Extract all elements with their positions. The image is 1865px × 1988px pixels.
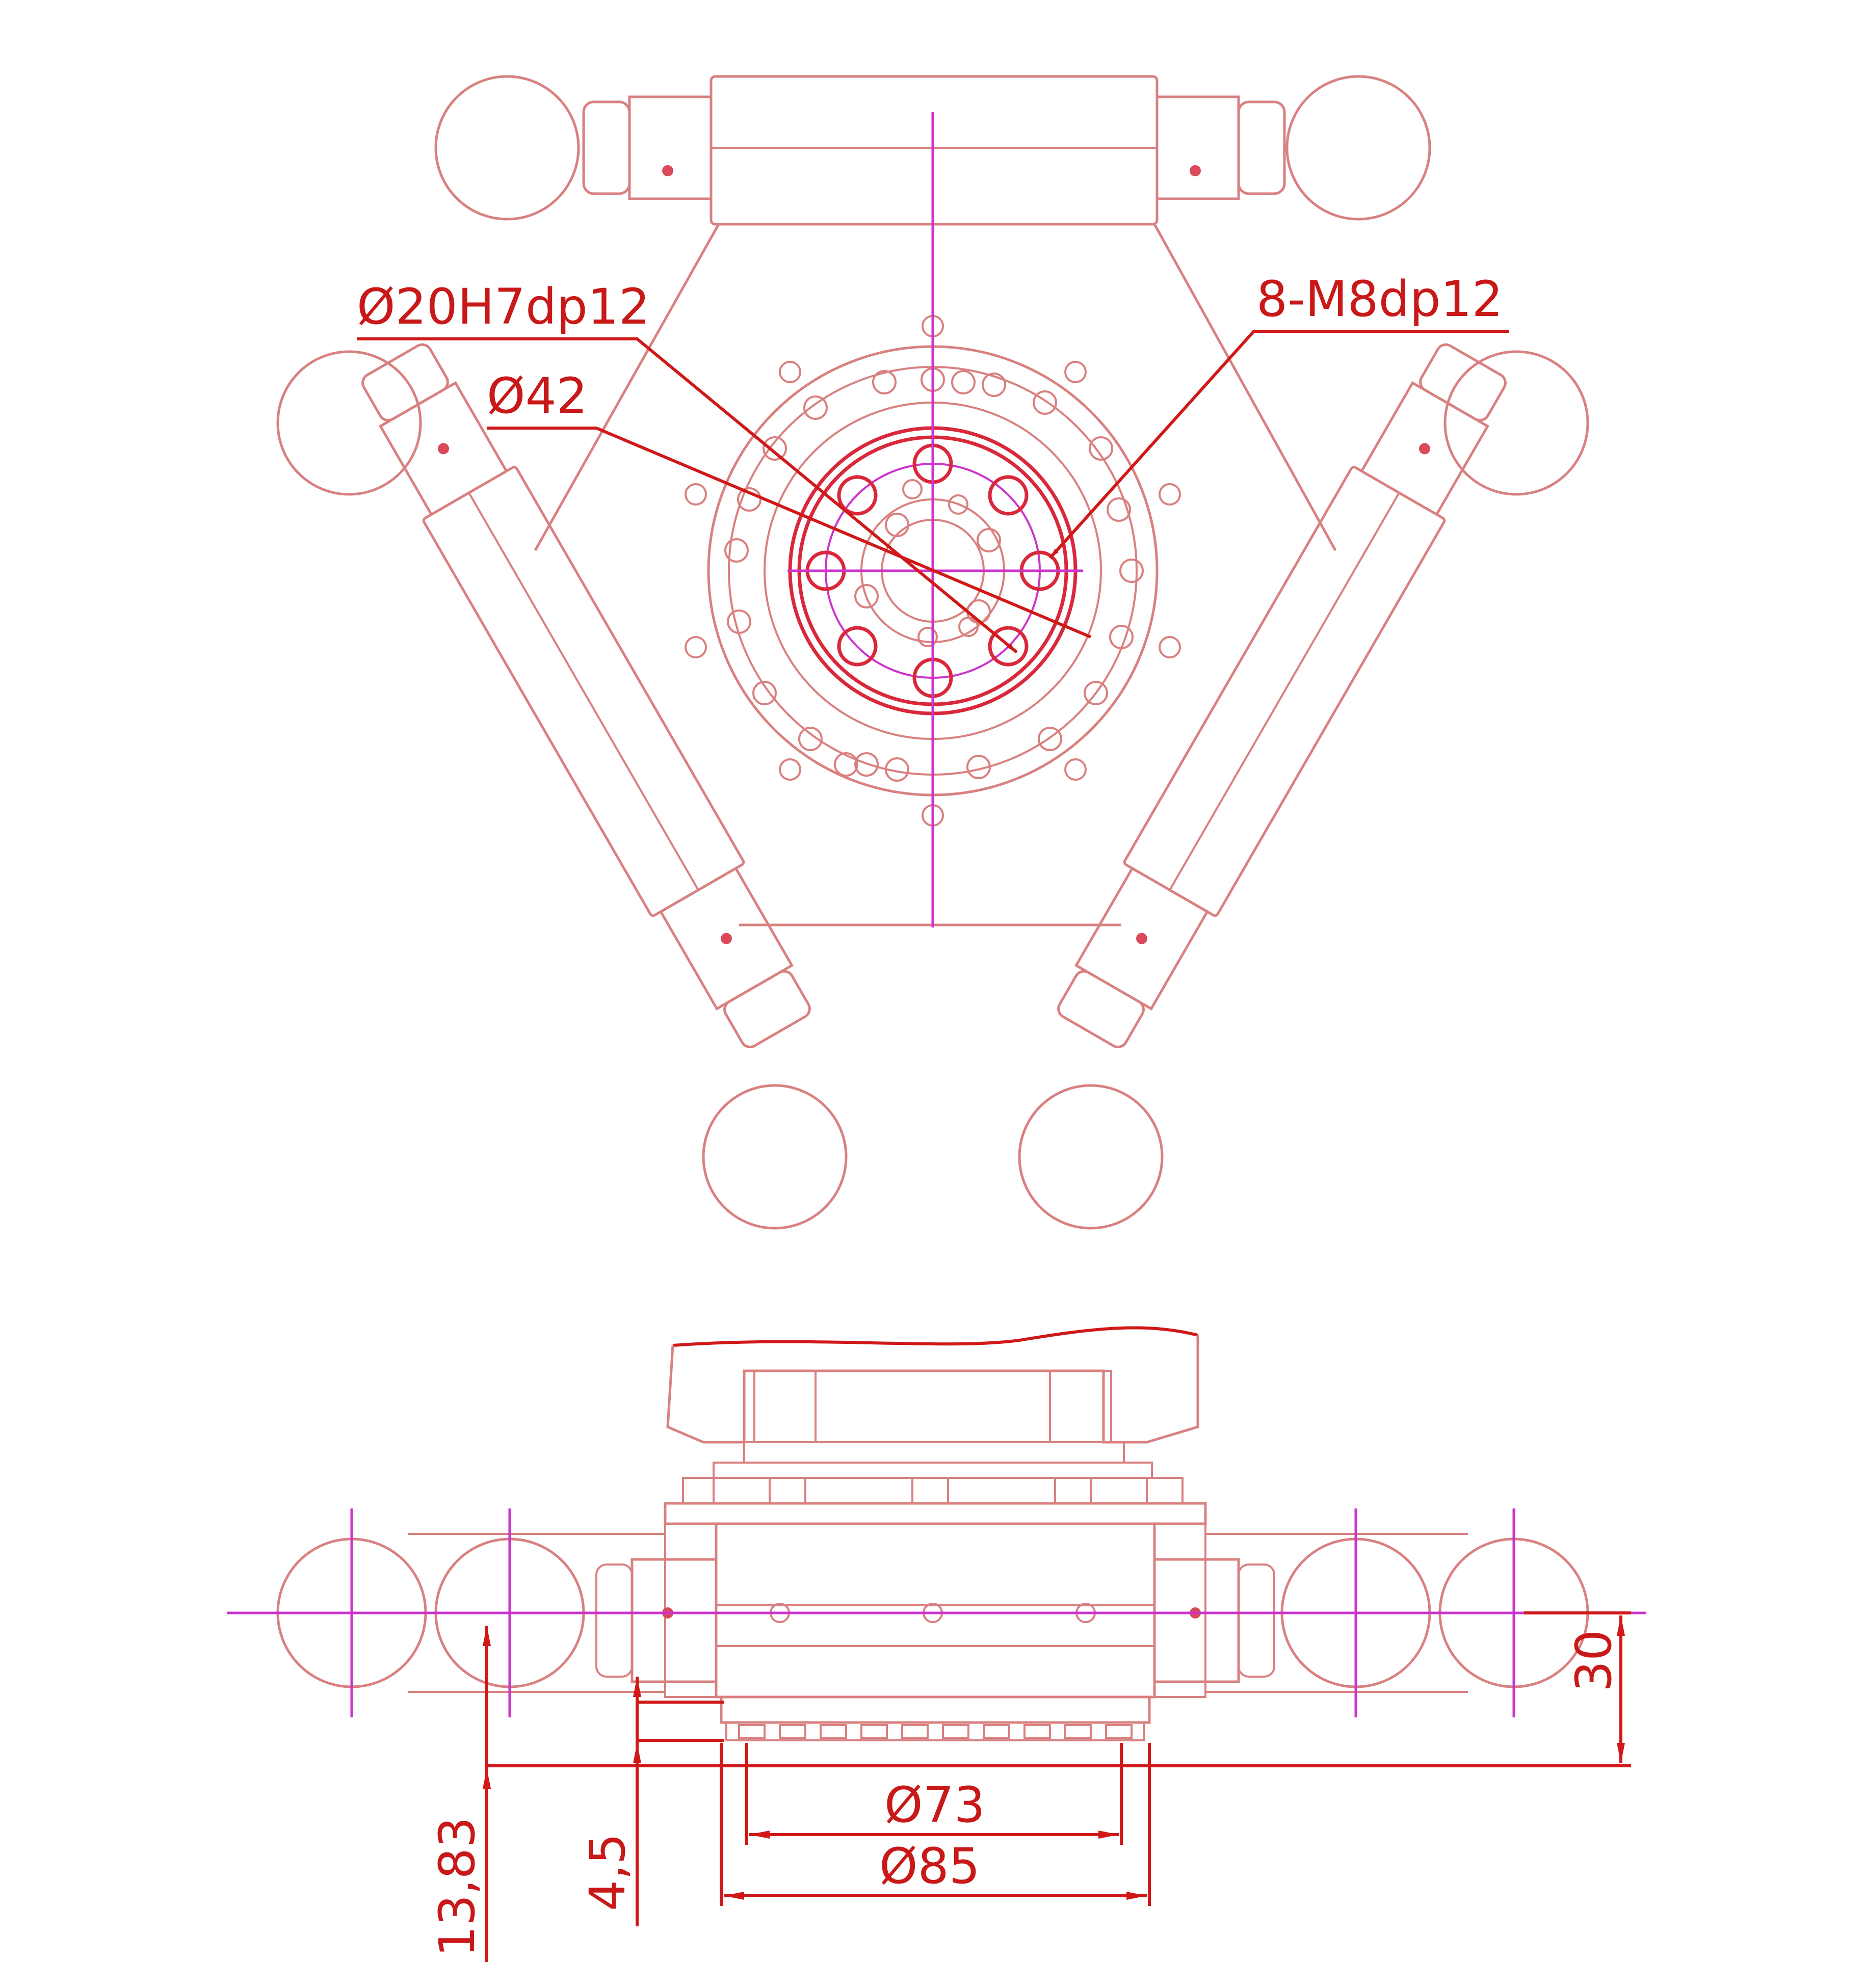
ball-left-lower bbox=[702, 1084, 848, 1230]
leader-pin-hole bbox=[357, 337, 1018, 654]
ball-top-left bbox=[434, 75, 580, 221]
label-pitch-circle: Ø42 bbox=[487, 367, 588, 425]
ball-right-upper bbox=[1443, 350, 1589, 496]
label-pin-hole: Ø20H7dp12 bbox=[357, 278, 650, 335]
right-arm bbox=[1057, 343, 1507, 1048]
ball-right-lower bbox=[1018, 1084, 1164, 1230]
label-threaded-holes: 8-M8dp12 bbox=[1256, 271, 1503, 328]
inner-holes bbox=[854, 479, 1001, 647]
bearing-balls bbox=[724, 367, 1144, 782]
ball-left-upper bbox=[276, 350, 422, 496]
leader-threaded-holes bbox=[1048, 330, 1509, 560]
ball-top-right bbox=[1285, 75, 1431, 221]
label-dim-4-5: 4,5 bbox=[579, 1833, 636, 1911]
top-view bbox=[276, 75, 1589, 1230]
tool-top-outline bbox=[672, 1326, 1198, 1347]
bottom-strip bbox=[720, 1695, 1151, 1741]
label-dim-13-83: 13,83 bbox=[429, 1817, 486, 1957]
left-arm bbox=[361, 343, 811, 1048]
label-dim-73: Ø73 bbox=[884, 1777, 985, 1834]
leader-pitch-circle bbox=[487, 427, 1092, 639]
side-view bbox=[227, 1326, 1646, 1962]
outer-ring-holes bbox=[685, 315, 1181, 827]
bolt-heads bbox=[682, 1477, 1184, 1504]
label-dim-85: Ø85 bbox=[879, 1838, 980, 1895]
label-dim-30: 30 bbox=[1565, 1630, 1622, 1692]
top-plate-outline bbox=[534, 223, 1337, 926]
